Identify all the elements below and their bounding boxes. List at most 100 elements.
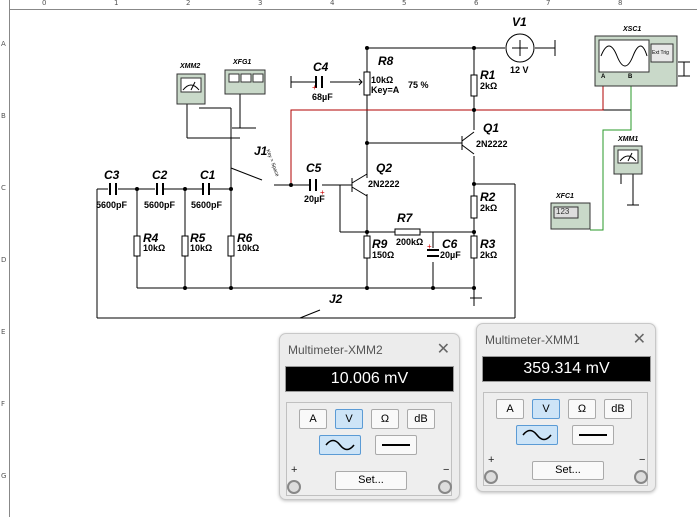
xsc1-ext-trig: Ext Trig	[652, 50, 669, 56]
r1-value: 2kΩ	[480, 81, 498, 91]
c3-label: C3	[104, 168, 120, 182]
frequency-counter-xfc1-symbol	[550, 202, 591, 230]
c1-value: 5600pF	[191, 200, 223, 210]
junction-dots	[135, 46, 476, 290]
dc-source-v1	[505, 33, 535, 63]
resistors	[133, 71, 478, 259]
multimeter-xmm2-symbol	[176, 73, 206, 105]
xsc1-ch-b: B	[628, 74, 633, 80]
ruler-col-4: 4	[330, 0, 335, 7]
ohmmeter-mode-button[interactable]: Ω	[568, 399, 596, 419]
svg-text:+: +	[427, 242, 432, 251]
r7-label: R7	[397, 211, 413, 225]
c2-value: 5600pF	[144, 200, 176, 210]
negative-terminal[interactable]	[438, 480, 452, 494]
c4-value: 68µF	[312, 92, 333, 102]
xfc1-label: XFC1	[556, 193, 574, 200]
r8-percent: 75 %	[408, 80, 429, 90]
close-icon[interactable]: ✕	[436, 341, 450, 358]
voltmeter-mode-button[interactable]: V	[335, 409, 363, 429]
r3-label: R3	[480, 237, 496, 251]
xfg1-label: XFG1	[233, 59, 252, 66]
decibel-mode-button[interactable]: dB	[604, 399, 632, 419]
ruler-col-5: 5	[402, 0, 407, 7]
decibel-mode-button[interactable]: dB	[407, 409, 435, 429]
xsc1-label: XSC1	[623, 26, 642, 33]
svg-text:+: +	[312, 83, 317, 92]
r4-value: 10kΩ	[143, 243, 166, 253]
j2-label: J2	[329, 292, 343, 306]
positive-terminal[interactable]	[484, 470, 498, 484]
ruler-col-7: 7	[546, 0, 551, 7]
c3-value: 5600pF	[96, 200, 128, 210]
close-icon[interactable]: ✕	[632, 331, 646, 348]
dc-mode-button[interactable]	[375, 435, 417, 455]
r5-value: 10kΩ	[190, 243, 213, 253]
ruler-row-e: E	[1, 328, 6, 336]
c6-label: C6	[442, 237, 458, 251]
positive-terminal-label: +	[488, 454, 495, 466]
multimeter-xmm1-window[interactable]: Multimeter-XMM1 ✕ 359.314 mV A V Ω dB Se…	[476, 323, 656, 492]
reading-display: 359.314 mV	[482, 356, 651, 382]
c5-value: 20µF	[304, 194, 325, 204]
ruler-row-a: A	[1, 40, 6, 48]
r9-value: 150Ω	[372, 250, 395, 260]
ammeter-mode-button[interactable]: A	[496, 399, 524, 419]
ruler-col-6: 6	[474, 0, 479, 7]
ruler-col-2: 2	[186, 0, 191, 7]
c5-label: C5	[306, 161, 322, 175]
r4-label: R4	[143, 231, 159, 245]
r3-value: 2kΩ	[480, 250, 498, 260]
oscilloscope-xsc1-symbol	[594, 35, 678, 87]
ruler-row-d: D	[1, 256, 7, 264]
function-generator-xfg1-symbol	[224, 69, 266, 95]
c1-label: C1	[200, 168, 216, 182]
dc-line-icon	[579, 434, 607, 436]
transistor-q2	[351, 173, 368, 197]
reading-display: 10.006 mV	[285, 366, 454, 392]
c4-label: C4	[313, 60, 329, 74]
dc-mode-button[interactable]	[572, 425, 614, 445]
window-title: Multimeter-XMM1	[485, 333, 580, 347]
capacitors	[109, 76, 439, 257]
negative-terminal-label: −	[639, 454, 646, 466]
ruler-col-8: 8	[618, 0, 623, 7]
wires	[96, 40, 690, 319]
sine-wave-icon	[325, 439, 355, 451]
scope-channel-a-wire	[290, 82, 604, 185]
set-button[interactable]: Set...	[335, 471, 407, 490]
svg-text:+: +	[320, 188, 325, 197]
ammeter-mode-button[interactable]: A	[299, 409, 327, 429]
q2-label: Q2	[376, 161, 393, 175]
ruler-row-b: B	[1, 112, 6, 120]
ruler-row-g: G	[1, 472, 7, 480]
r8-label: R8	[378, 54, 394, 68]
ac-mode-button[interactable]	[516, 425, 558, 445]
positive-terminal[interactable]	[287, 480, 301, 494]
r2-label: R2	[480, 190, 496, 204]
r1-label: R1	[480, 68, 496, 82]
ground-symbols	[232, 127, 478, 299]
sine-wave-icon	[522, 429, 552, 441]
positive-terminal-label: +	[291, 464, 298, 476]
v1-label: V1	[512, 15, 527, 29]
ohmmeter-mode-button[interactable]: Ω	[371, 409, 399, 429]
multimeter-xmm2-window[interactable]: Multimeter-XMM2 ✕ 10.006 mV A V Ω dB Set…	[279, 333, 460, 500]
polarity-marks: + + +	[312, 83, 432, 251]
xsc1-ch-a: A	[601, 74, 606, 80]
q1-model: 2N2222	[476, 139, 508, 149]
left-ruler: A B C D E F G	[0, 0, 10, 517]
r7-value: 200kΩ	[396, 237, 424, 247]
r8-key: Key=A	[371, 85, 400, 95]
ruler-row-c: C	[1, 184, 6, 192]
negative-terminal[interactable]	[634, 470, 648, 484]
control-panel: A V Ω dB Set...	[483, 392, 648, 486]
set-button[interactable]: Set...	[532, 461, 604, 480]
voltmeter-mode-button[interactable]: V	[532, 399, 560, 419]
ruler-col-0: 0	[42, 0, 47, 7]
ac-mode-button[interactable]	[319, 435, 361, 455]
ruler-col-3: 3	[258, 0, 263, 7]
window-title: Multimeter-XMM2	[288, 343, 383, 357]
r6-label: R6	[237, 231, 253, 245]
scope-channel-b-wire	[590, 82, 632, 231]
